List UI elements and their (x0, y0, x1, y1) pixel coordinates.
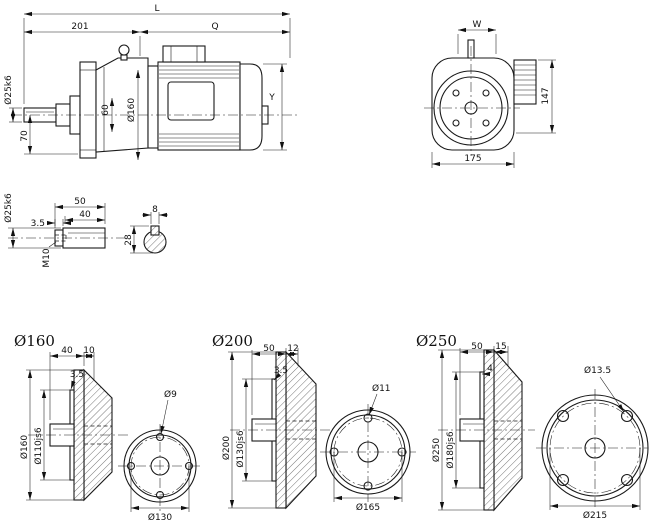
flange-200-title: Ø200 (212, 332, 253, 350)
dim-motor-length: Q (211, 22, 218, 32)
dim-outer-dia: Ø160 (19, 435, 30, 460)
terminal-box (162, 45, 206, 63)
key-section (150, 225, 160, 236)
dim-height-147: 147 (541, 87, 551, 104)
dim-flange-thk: 12 (287, 344, 298, 354)
dim-bolt-hole: Ø13.5 (584, 365, 611, 376)
dim-spigot-dia: Ø180js6 (445, 431, 456, 468)
dim-key-height: 28 (124, 234, 134, 246)
dim-axis-height: 70 (20, 130, 30, 142)
dim-spigot-depth: 4 (487, 364, 493, 374)
dim-usable-length: 40 (79, 210, 91, 220)
dim-bolt-circle: Ø165 (356, 502, 380, 513)
flange-250-title: Ø250 (416, 332, 457, 350)
dim-motor-height: Y (268, 93, 275, 103)
dim-shaft-len: 50 (471, 342, 483, 352)
dim-spigot-depth: 3.5 (274, 366, 288, 376)
key-section-view: 8 28 (124, 205, 168, 254)
dim-hub-width: 60 (101, 104, 111, 116)
gearmotor-side-view: L 201 Q Ø25k6 60 Ø160 70 Y (3, 4, 298, 160)
dim-bolt-hole: Ø9 (164, 389, 177, 400)
dim-width-175: 175 (464, 154, 481, 164)
flange-160-title: Ø160 (14, 332, 55, 350)
dim-key-width: 8 (152, 205, 158, 215)
dim-bolt-circle: Ø130 (148, 512, 173, 523)
output-flange (79, 61, 97, 159)
shaft-detail-view: Ø25k6 50 40 3.5 M10 (3, 193, 125, 268)
dim-flange-dia: Ø160 (126, 98, 137, 123)
eyebolt (118, 44, 130, 56)
fan-cover (239, 63, 263, 151)
motor-fins (513, 59, 537, 105)
dim-spigot-depth: 3.5 (70, 370, 84, 380)
dim-bolt-circle: Ø215 (583, 510, 607, 521)
dim-spigot-dia: Ø110js6 (33, 427, 44, 464)
dim-bolt-hole: Ø11 (372, 383, 391, 394)
dim-outer-dia: Ø250 (431, 438, 442, 463)
dim-step: 3.5 (31, 219, 45, 229)
dim-spigot-dia: Ø130js6 (235, 430, 246, 467)
flange-200-view: Ø200 50 12 3.5 Ø200 Ø130js6 (212, 332, 416, 513)
dim-overall-length: L (154, 4, 159, 14)
dim-flange-thk: 15 (495, 342, 506, 352)
dim-front-length: 201 (71, 22, 88, 32)
dim-total-length: 50 (74, 197, 86, 207)
motor-body (157, 61, 241, 151)
dim-motor-width: W (473, 20, 482, 30)
dim-shaft-dia-detail: Ø25k6 (3, 193, 14, 223)
dim-flange-thk: 10 (83, 346, 95, 356)
dim-shaft-len: 40 (61, 346, 73, 356)
dim-shaft-len: 50 (263, 344, 275, 354)
flange-250-view: Ø250 50 15 4 Ø250 Ø180js6 (416, 332, 649, 521)
flange-160-view: Ø160 40 10 3.5 Ø160 Ø110js6 (14, 332, 202, 523)
dim-outer-dia: Ø200 (221, 436, 232, 461)
dim-shaft-dia: Ø25k6 (3, 75, 14, 105)
dim-tap-thread: M10 (42, 248, 52, 267)
gearmotor-front-view: W 147 175 (424, 20, 556, 168)
